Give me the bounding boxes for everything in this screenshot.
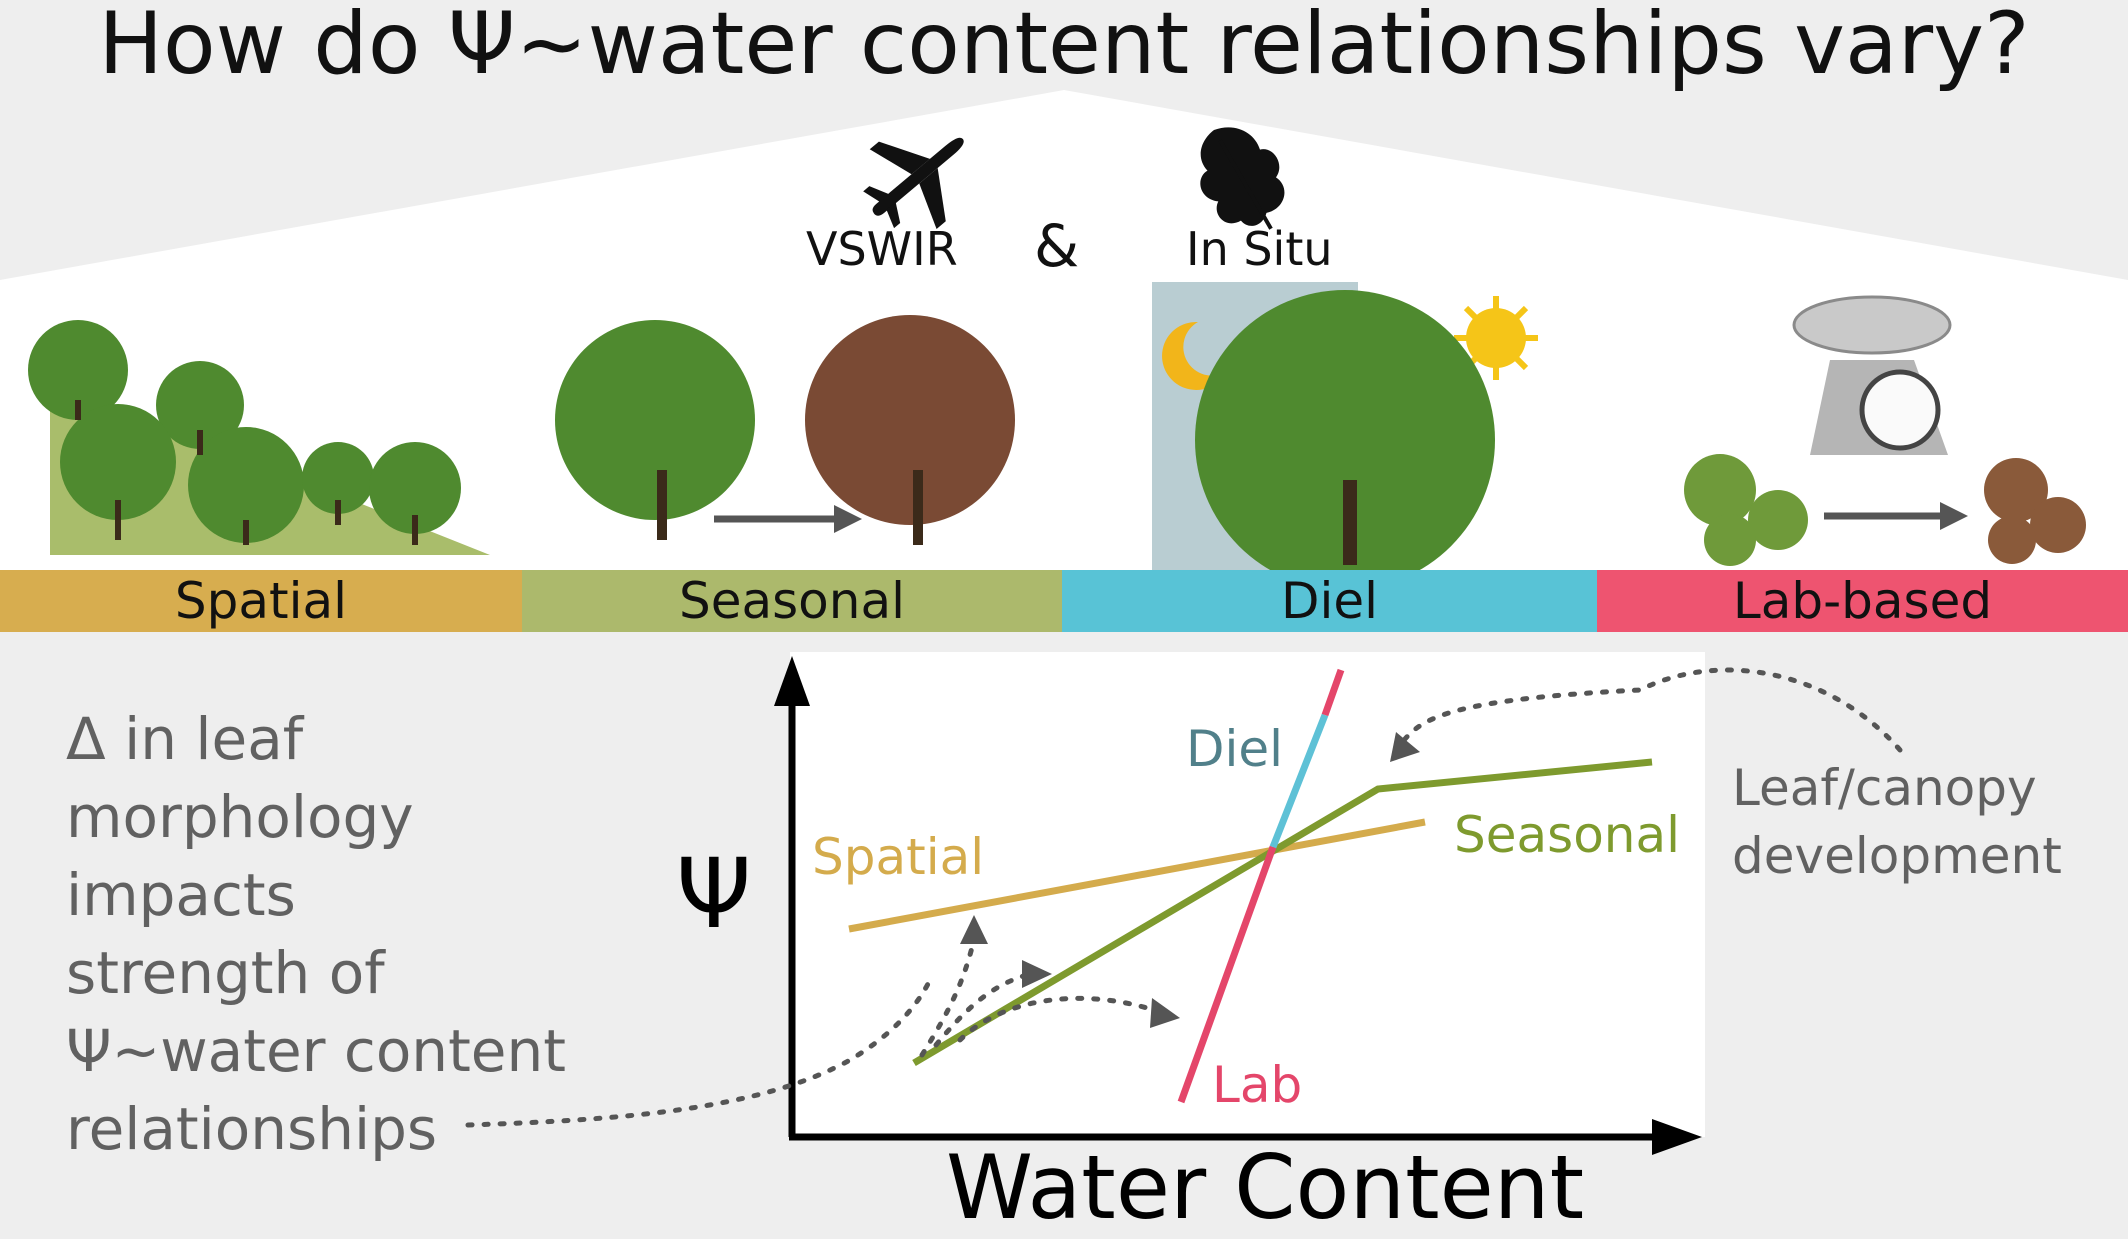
band-label-spatial: Spatial <box>174 572 348 630</box>
tree <box>28 320 461 543</box>
arrowheads <box>960 732 1420 1028</box>
diel-scene <box>1152 282 1538 590</box>
development-note: Leaf/canopy development <box>1732 754 2112 890</box>
spatial-scene <box>28 320 490 555</box>
morphology-note: Δ in leaf morphology impacts strength of… <box>66 700 626 1168</box>
band-seasonal <box>522 570 1062 632</box>
band-label-lab: Lab-based <box>1732 572 1993 630</box>
vswir-label: VSWIR <box>806 222 958 276</box>
band-label-diel: Diel <box>1280 572 1379 630</box>
development-note-line: Leaf/canopy <box>1732 759 2037 817</box>
lab-scene <box>1684 295 2086 566</box>
development-note-line: development <box>1732 827 2062 885</box>
plot-area <box>790 652 1705 1137</box>
airplane-icon <box>863 137 964 229</box>
diel-line-label: Diel <box>1186 720 1284 778</box>
morphology-note-line: strength of <box>66 939 385 1007</box>
ampersand-label: & <box>1034 212 1080 280</box>
leaf-icon <box>1200 127 1285 230</box>
band-spatial <box>0 570 522 632</box>
x-axis-label: Water Content <box>946 1136 1585 1239</box>
seasonal-scene <box>555 315 1015 545</box>
in-situ-label: In Situ <box>1186 222 1333 276</box>
lab-line-top <box>1321 668 1345 717</box>
seasonal-line <box>912 758 1653 1067</box>
y-axis-label: Ψ <box>676 838 752 950</box>
lab-line <box>1177 845 1277 1104</box>
y-axis <box>774 656 810 1137</box>
band-lab <box>1597 570 2128 632</box>
spatial-line <box>848 818 1426 933</box>
x-axis <box>789 1119 1702 1155</box>
morphology-arrows <box>465 667 1903 1128</box>
morphology-note-line: Δ in leaf <box>66 705 304 773</box>
band-label-seasonal: Seasonal <box>678 572 905 630</box>
lab-line-label: Lab <box>1212 1056 1303 1114</box>
band-diel <box>1062 570 1597 632</box>
roof-banner <box>0 90 2128 282</box>
morphology-note-line: impacts <box>66 861 296 929</box>
spatial-line-label: Spatial <box>812 828 985 886</box>
morphology-note-line: Ψ~water content <box>66 1017 566 1085</box>
seasonal-line-label: Seasonal <box>1454 806 1681 864</box>
diel-line <box>1269 713 1329 849</box>
morphology-note-line: relationships <box>66 1095 438 1163</box>
fresh-leaves <box>1684 454 1808 566</box>
morphology-note-line: morphology <box>66 783 414 851</box>
page-title: How do Ψ~water content relationships var… <box>98 0 2030 94</box>
dry-leaves <box>1984 458 2086 564</box>
